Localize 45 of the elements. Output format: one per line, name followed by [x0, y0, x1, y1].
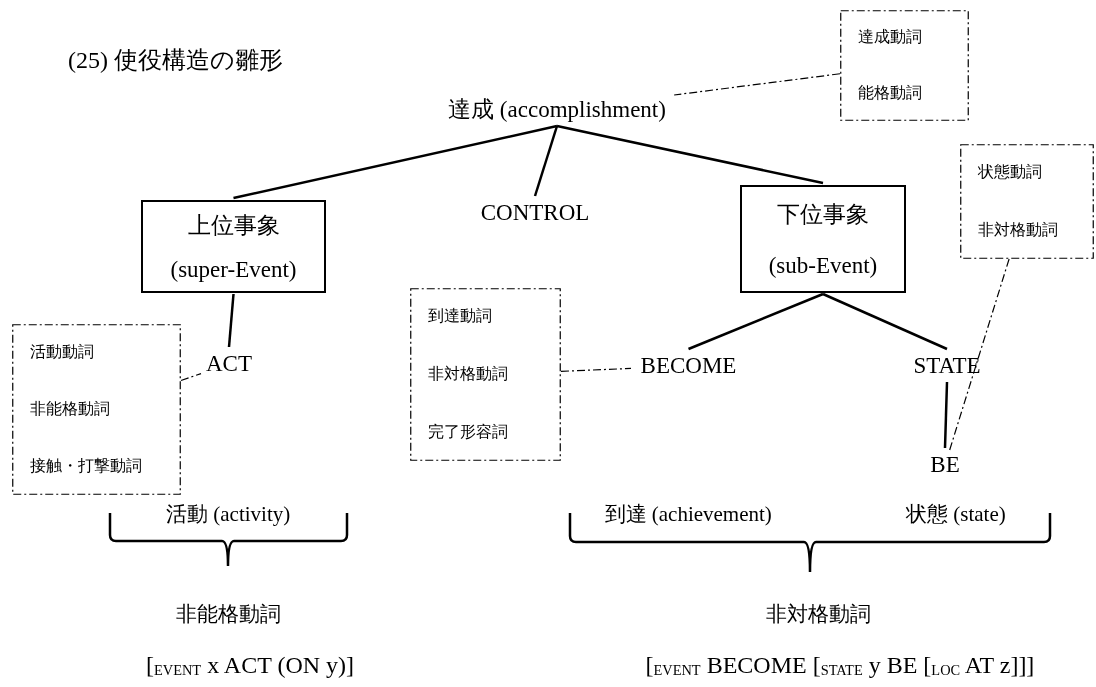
event-box	[740, 185, 906, 293]
leader-line	[949, 258, 1010, 451]
tree-node-label: BE	[926, 450, 964, 480]
tree-branch-line	[227, 293, 235, 348]
verb-class-note-box	[960, 144, 1094, 259]
verb-class-label: 非対格動詞	[428, 364, 509, 384]
box-heading: 下位事象	[777, 200, 869, 229]
verb-class-label: 状態動詞	[978, 162, 1043, 183]
category-label: 活動 (activity)	[166, 501, 291, 528]
event-structure-formula: [$_{EVENT}$ x ACT (ON y)]	[146, 652, 355, 680]
tree-branch-line	[556, 124, 824, 185]
tree-branch-line	[233, 124, 558, 200]
verb-class-label: 接触・打撃動詞	[30, 456, 143, 476]
verb-class-note-box	[840, 10, 969, 121]
tree-branch-line	[688, 292, 824, 351]
category-label: 到達 (achievement)	[604, 501, 772, 528]
verb-class-label: 達成動詞	[858, 27, 923, 48]
box-heading: 上位事象	[187, 212, 280, 240]
verb-class-note-box	[410, 288, 561, 461]
verb-type-label: 非対格動詞	[765, 601, 871, 628]
verb-class-label: 非対格動詞	[978, 219, 1059, 240]
tree-node-label: STATE	[907, 351, 987, 381]
box-subtitle: (super-Event)	[170, 257, 297, 283]
verb-class-label: 能格動詞	[858, 82, 923, 103]
verb-class-label: 到達動詞	[428, 306, 493, 327]
tree-node-label: CONTROL	[470, 198, 600, 228]
leader-line	[673, 73, 841, 96]
tree-node-label: 達成 (accomplishment)	[425, 95, 689, 125]
tree-branch-line	[822, 292, 948, 351]
verb-class-label: 非能格動詞	[30, 399, 111, 419]
tree-branch-line	[943, 381, 949, 449]
tree-node-label: ACT	[201, 349, 257, 379]
verb-class-label: 活動動詞	[30, 342, 95, 362]
event-box	[141, 200, 326, 293]
verb-class-note-box	[12, 324, 181, 495]
box-subtitle: (sub-Event)	[768, 253, 878, 280]
verb-class-label: 完了形容詞	[428, 421, 509, 442]
leader-line	[180, 373, 202, 382]
category-label: 状態 (state)	[906, 501, 1006, 528]
figure-title: (25) 使役構造の雛形	[68, 46, 283, 75]
leader-line	[560, 367, 632, 372]
tree-branch-line	[533, 125, 559, 197]
event-structure-formula: [$_{EVENT}$ BECOME [$_{STATE}$ y BE [$_{LOC}$ AT z]]]	[645, 652, 1035, 680]
tree-node-label: BECOME	[631, 351, 746, 381]
verb-type-label: 非能格動詞	[175, 601, 281, 628]
